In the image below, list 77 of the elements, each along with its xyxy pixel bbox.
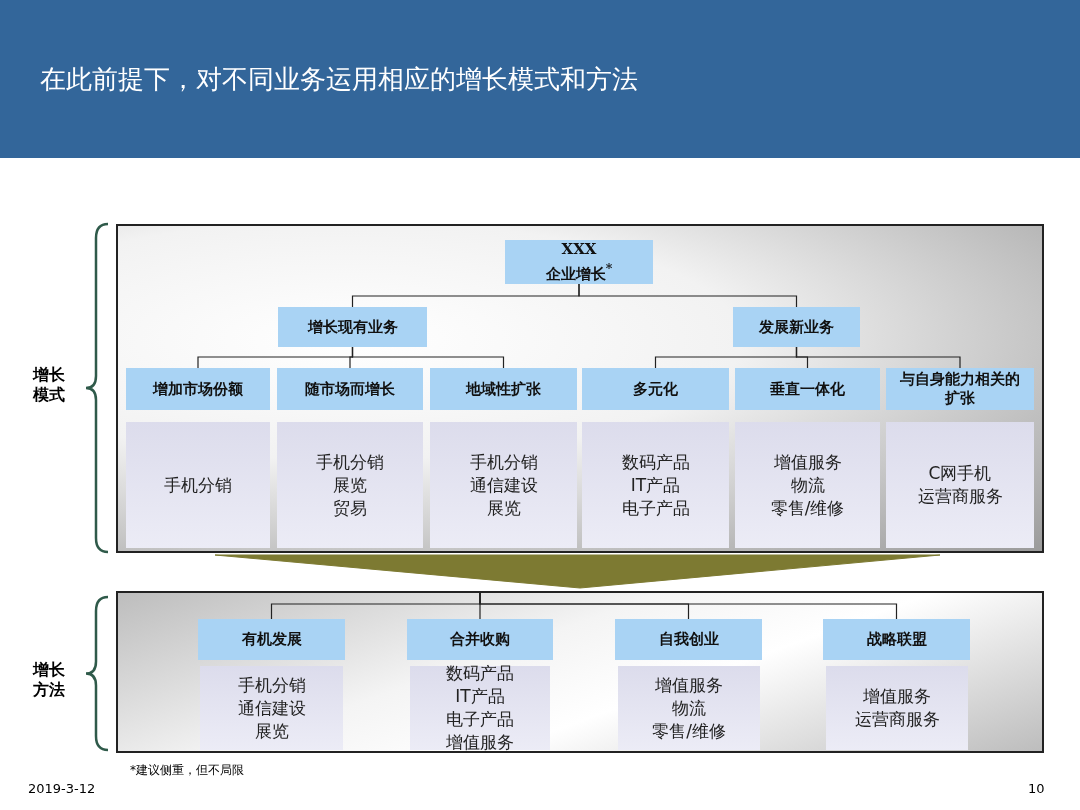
box-label: 展览: [253, 719, 290, 743]
category-box: [278, 307, 427, 347]
content-box: [886, 422, 1034, 548]
box-label: 展览: [332, 473, 368, 497]
box-label: 地域性扩张: [464, 379, 542, 399]
category-box: [615, 619, 762, 660]
box-label: 增值服务: [862, 685, 932, 708]
panel-background: [116, 224, 1044, 553]
box-label: 数码产品: [620, 450, 691, 474]
content-box: [582, 422, 729, 548]
category-box: [505, 240, 653, 284]
box-label: IT产品: [454, 685, 506, 708]
category-box: [886, 368, 1034, 410]
box-label: 增值服务: [772, 450, 843, 474]
box-label: 贸易: [332, 496, 368, 520]
category-box: [126, 368, 270, 410]
connector-line: [351, 346, 505, 369]
box-label: 数码产品: [445, 662, 515, 685]
box-label: 运营商服务: [853, 708, 941, 731]
box-label: IT产品: [629, 473, 682, 497]
box-label: 手机分销: [468, 450, 539, 474]
box-label: 通信建设: [468, 473, 539, 497]
box-label: 增值服务: [445, 731, 515, 754]
box-label: 手机分销: [315, 450, 385, 474]
box-label: 展览: [485, 496, 522, 520]
box-label: 电子产品: [620, 496, 691, 520]
box-label: 发展新业务: [758, 317, 835, 337]
box-label: 手机分销: [163, 473, 233, 497]
box-label: C网手机: [927, 462, 993, 485]
content-box: [826, 666, 968, 750]
category-box: [407, 619, 553, 660]
box-label: 电子产品: [445, 708, 515, 731]
category-box: [277, 368, 423, 410]
connector-line: [479, 590, 898, 620]
panel-background: [116, 591, 1044, 753]
box-label: 自我创业: [657, 630, 720, 649]
box-label: 物流: [671, 696, 707, 720]
box-label: XXX: [560, 240, 598, 259]
slide-title: 在此前提下，对不同业务运用相应的增长模式和方法: [40, 63, 638, 96]
date-label: 2019-3-12: [28, 781, 96, 796]
category-box: [582, 368, 729, 410]
side-label: 增长模式: [33, 365, 66, 405]
box-label: 多元化: [632, 379, 679, 399]
connector-line: [795, 346, 961, 369]
box-label: 随市场而增长: [304, 379, 396, 399]
box-label: 零售/维修: [769, 496, 846, 520]
box-label: 有机发展: [240, 630, 303, 649]
side-label: 增长方法: [33, 660, 66, 700]
category-box: [198, 619, 345, 660]
box-label: 合并收购: [449, 630, 511, 649]
footnote: *建议侧重，但不局限: [130, 762, 244, 779]
box-label: 战略联盟: [865, 630, 928, 649]
box-label: 运营商服务: [916, 485, 1004, 508]
box-label: 零售/维修: [651, 719, 727, 743]
box-label: 与自身能力相关的扩张: [899, 370, 1021, 408]
content-box: [277, 422, 423, 548]
box-label: 增长现有业务: [306, 317, 399, 337]
content-box: [430, 422, 577, 548]
content-box: [126, 422, 270, 548]
content-box: [410, 666, 550, 750]
connector-line: [578, 283, 798, 308]
page-number: 10: [1028, 781, 1045, 796]
content-box: [200, 666, 343, 750]
category-box: [430, 368, 577, 410]
box-label: 增值服务: [654, 673, 724, 697]
box-label: 企业增长$^{*}$: [544, 260, 614, 284]
box-label: 物流: [789, 473, 826, 497]
chevron-arrow: [214, 554, 941, 589]
content-box: [735, 422, 880, 548]
content-box: [618, 666, 760, 750]
box-label: 通信建设: [236, 696, 307, 720]
category-box: [733, 307, 860, 347]
box-label: 增加市场份额: [151, 379, 244, 399]
category-box: [823, 619, 970, 660]
category-box: [735, 368, 880, 410]
box-label: 手机分销: [236, 673, 307, 697]
box-label: 垂直一体化: [769, 379, 846, 399]
